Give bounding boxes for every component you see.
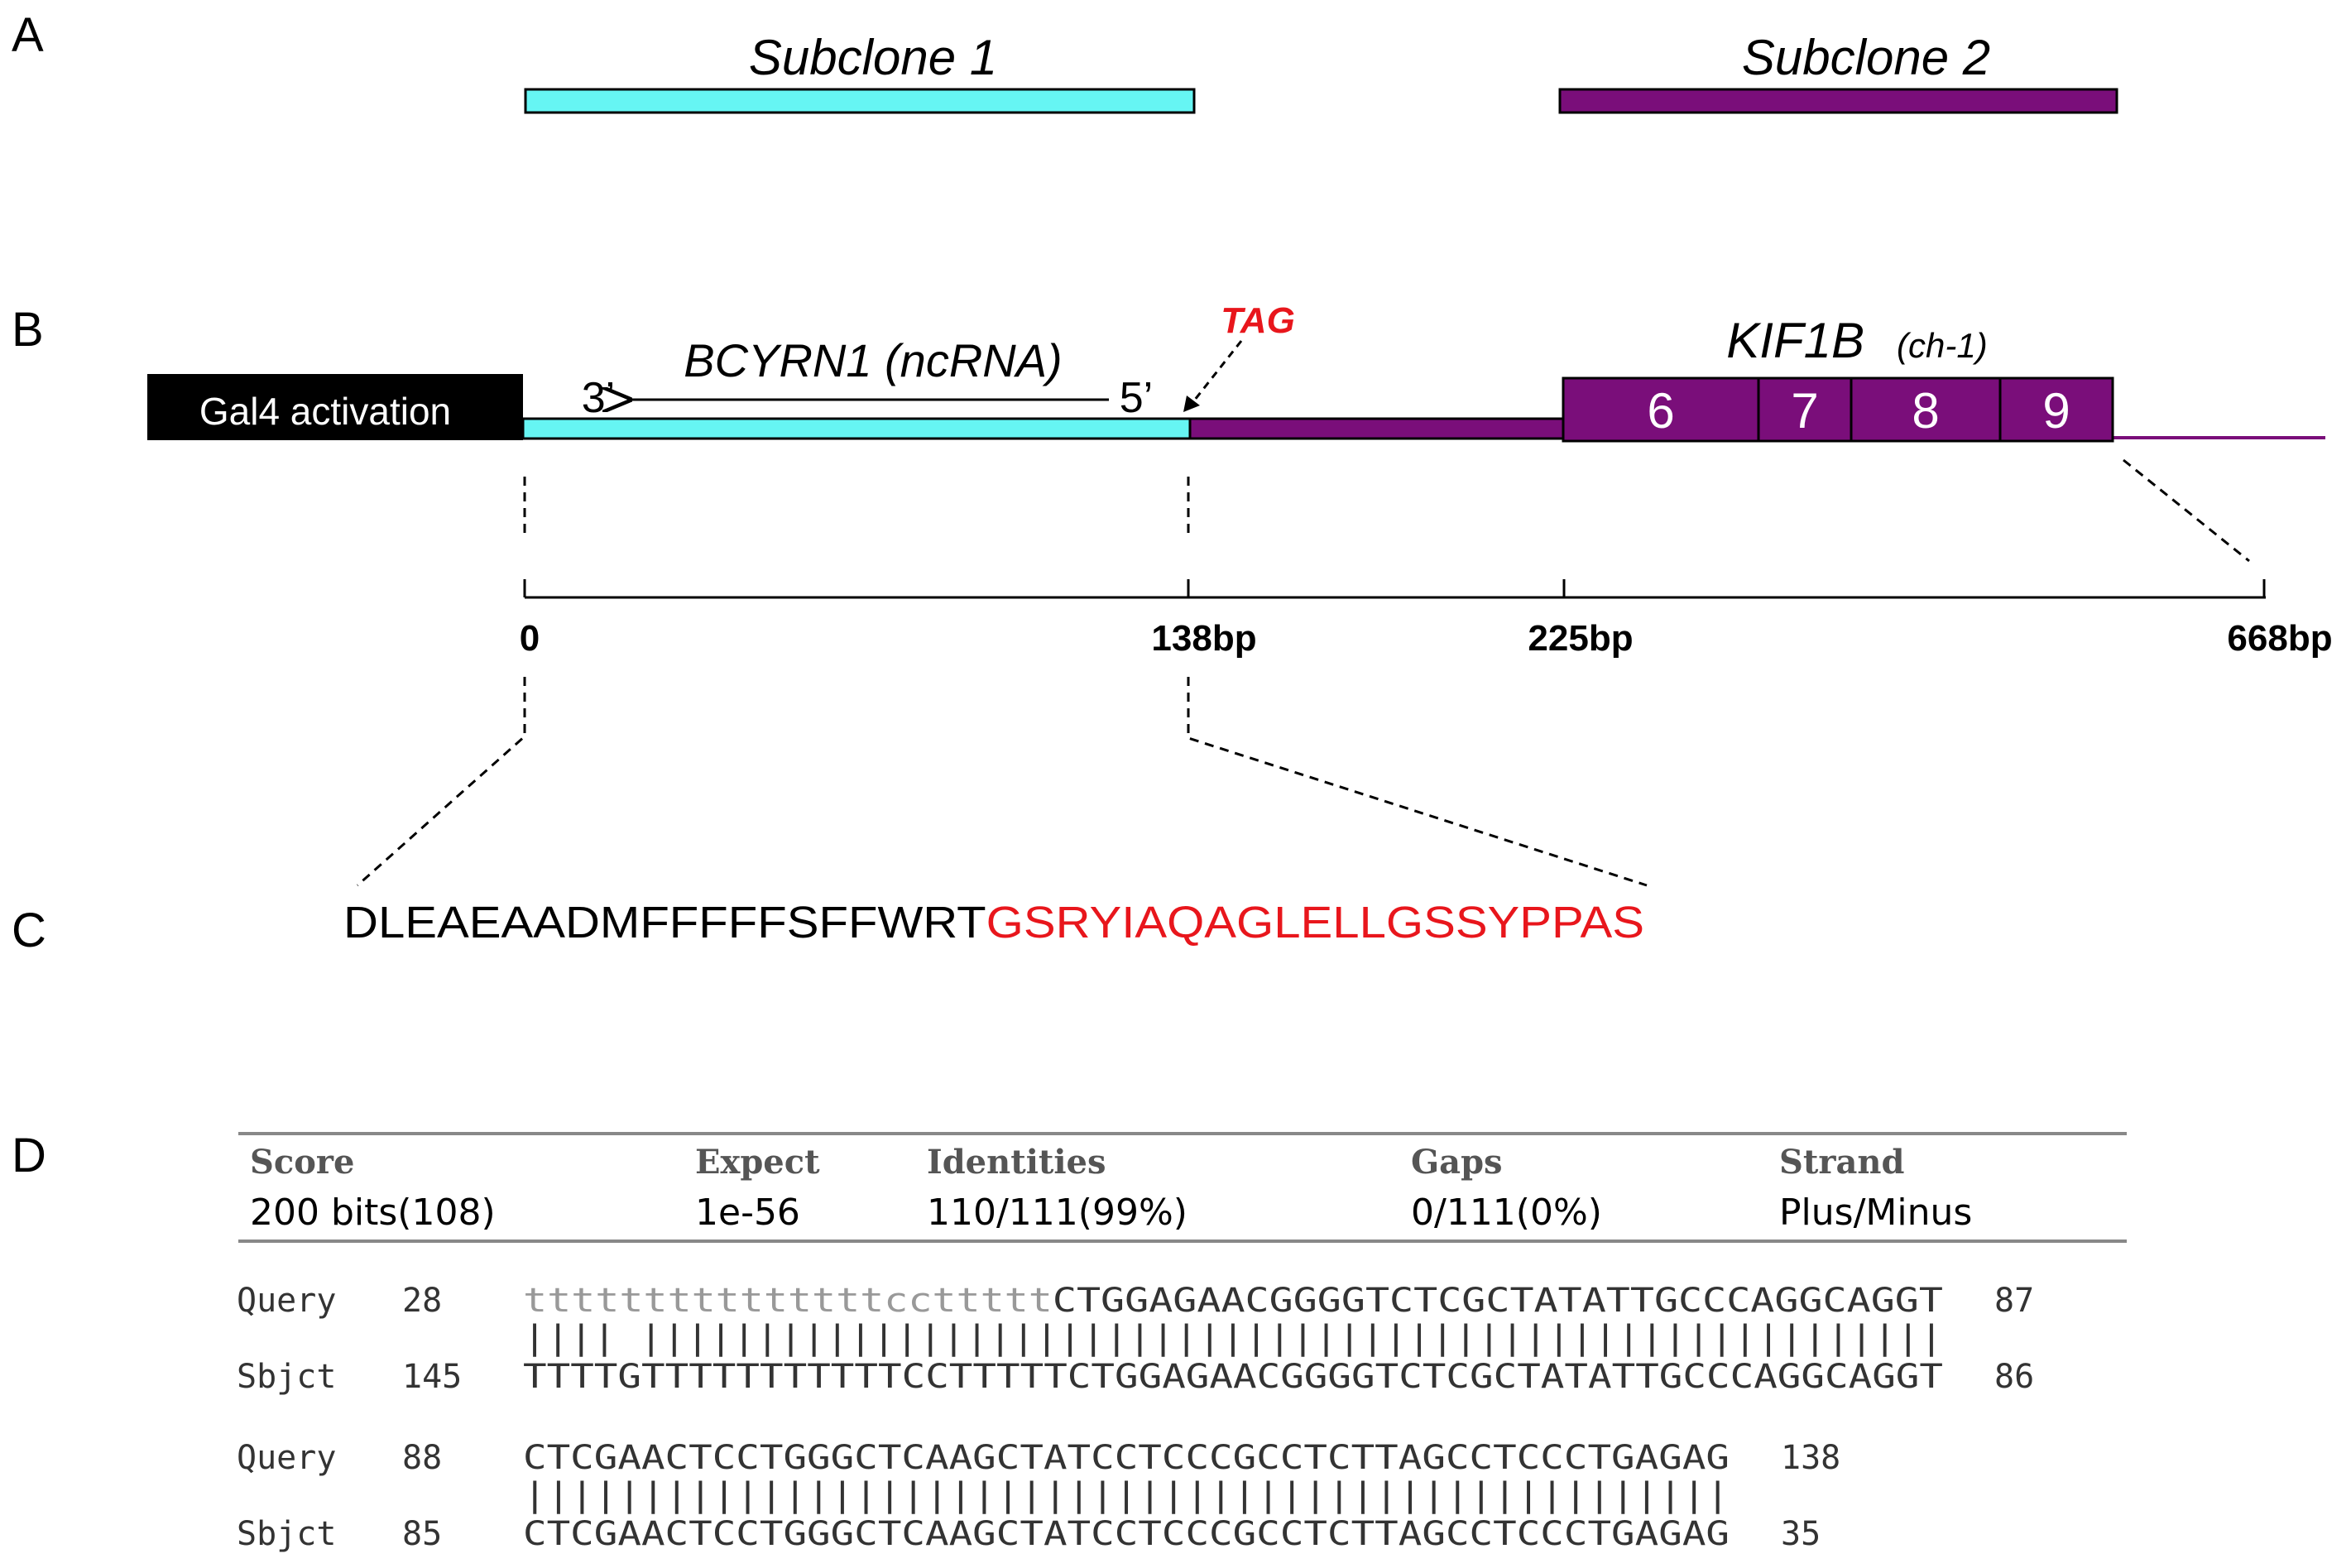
kif1b-label: KIF1B: [1726, 313, 1864, 368]
drop-line-668: [2123, 458, 2250, 563]
sbjct-2-label: Sbjct: [237, 1515, 336, 1553]
zoom-line-right: [1187, 677, 1648, 887]
subclone-2-label: Subclone 2: [1742, 30, 1990, 85]
tag-pointer-line: [1190, 340, 1243, 405]
sbjct-2-sequence: CTCGAACTCCTGGGCTCAAGCTATCCTCCCGCCTCTTAGC…: [523, 1515, 1730, 1553]
match-2-line: ||||||||||||||||||||||||||||||||||||||||…: [523, 1476, 1730, 1514]
alignment-block-2: Query 88 CTCGAACTCCTGGGCTCAAGCTATCCTCCCG…: [237, 1439, 1840, 1553]
sbjct-1-end: 86: [1994, 1358, 2034, 1396]
exon-7-box: [1757, 376, 1853, 443]
exon-9-label: 9: [2042, 383, 2070, 439]
value-identities: 110/111(99%): [927, 1192, 1187, 1234]
value-score: 200 bits(108): [250, 1192, 496, 1234]
value-expect: 1e-56: [695, 1192, 800, 1234]
kif1b-chromosome-label: (ch-1): [1897, 326, 1988, 365]
scale-axis: 0 138bp 225bp 668bp: [520, 579, 2333, 659]
query-2-label: Query: [237, 1439, 336, 1477]
peptide-sequence-black: DLEAEAADMFFFFFSFFWRT: [343, 898, 986, 947]
subclone-1-bar: [524, 88, 1196, 114]
value-gaps: 0/111(0%): [1411, 1192, 1602, 1234]
three-prime-label: 3’: [582, 374, 615, 422]
panel-d-label: D: [12, 1129, 46, 1182]
subclone-2-bar: [1558, 88, 2118, 114]
kif1b-intron-bar: [1188, 417, 1566, 440]
exon-8-label: 8: [1912, 383, 1939, 439]
bcyrn1-label: BCYRN1 (ncRNA): [684, 334, 1062, 386]
query-2-sequence: CTCGAACTCCTGGGCTCAAGCTATCCTCCCGCCTCTTAGC…: [523, 1439, 1730, 1477]
panel-c-label: C: [12, 904, 46, 957]
scale-label-668: 668bp: [2227, 618, 2332, 659]
match-1-line: |||| |||||||||||||||||||||||||||||||||||…: [523, 1319, 1943, 1357]
panel-b-label: B: [12, 303, 44, 357]
sbjct-1-label: Sbjct: [237, 1358, 336, 1396]
query-1-start: 28: [402, 1282, 442, 1320]
tag-label: TAG: [1221, 300, 1295, 341]
sbjct-1-start: 145: [402, 1358, 462, 1396]
zoom-line-left: [357, 677, 526, 887]
scale-label-0: 0: [520, 618, 540, 659]
query-1-label: Query: [237, 1282, 336, 1320]
header-identities: Identities: [927, 1143, 1106, 1182]
gal4-activation-box: [147, 374, 523, 440]
query-1-end: 87: [1994, 1282, 2034, 1320]
exon-7-label: 7: [1791, 383, 1818, 439]
panel-a-label: A: [12, 8, 44, 62]
five-prime-label: 5’: [1120, 374, 1153, 422]
exon-blocks: 6 7 8 9: [1562, 376, 2114, 443]
sbjct-2-start: 85: [402, 1515, 442, 1553]
exon-8-box: [1850, 376, 2002, 443]
exon-9-box: [1998, 376, 2114, 443]
sbjct-2-end: 35: [1781, 1515, 1821, 1553]
tag-pointer-arrowhead: [1183, 396, 1200, 412]
sbjct-1-sequence: TTTTGTTTTTTTTTTTCCTTTTTCTGGAGAACGGGGTCTC…: [523, 1358, 1943, 1396]
subclone-1-label: Subclone 1: [749, 30, 997, 85]
query-2-start: 88: [402, 1439, 442, 1477]
header-strand: Strand: [1779, 1143, 1904, 1182]
query-2-end: 138: [1781, 1439, 1840, 1477]
query-1-uppercase: CTGGAGAACGGGGTCTCGCTATATTGCCCAGGCAGGT: [1053, 1282, 1943, 1320]
exon-6-label: 6: [1647, 383, 1674, 439]
gal4-activation-label: Gal4 activation: [199, 390, 451, 433]
blast-summary-table: Score Expect Identities Gaps Strand 200 …: [250, 1143, 1972, 1234]
query-1-lowercase: tttttttttttttttccttttt: [523, 1282, 1053, 1320]
peptide-sequence-red: GSRYIAQAGLELLGSSYPPAS: [986, 898, 1644, 947]
header-expect: Expect: [695, 1143, 820, 1182]
value-strand: Plus/Minus: [1779, 1192, 1972, 1234]
scale-label-138: 138bp: [1151, 618, 1256, 659]
header-score: Score: [250, 1143, 354, 1182]
scale-label-225: 225bp: [1528, 618, 1633, 659]
bcyrn1-insert-bar: [521, 417, 1192, 440]
header-gaps: Gaps: [1411, 1143, 1503, 1182]
exon-6-box: [1562, 376, 1760, 443]
